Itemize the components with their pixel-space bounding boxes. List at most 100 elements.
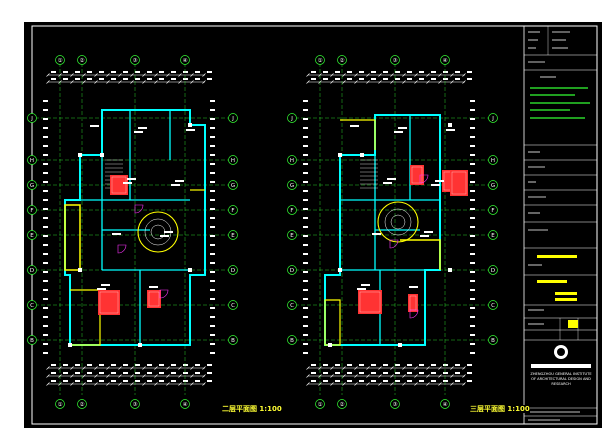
floor-plan-level-3-axis-left-4-label: F — [290, 208, 293, 214]
floor-plan-level-3-axis-right-4 — [488, 205, 498, 215]
right-plan-title: 三层平面图 1:100 — [470, 405, 530, 413]
floor-plan-level-3-axis-left-8 — [287, 335, 297, 345]
floor-plan-level-2-axis-top-1 — [55, 55, 65, 65]
floor-plan-level-3-axis-top-4-label: ④ — [443, 58, 448, 64]
floor-plan-level-3-axis-left-5-label: E — [290, 233, 294, 239]
floor-plan-level-3-axis-top-2 — [337, 55, 347, 65]
floor-plan-level-2-axis-bottom-4-label: ④ — [183, 402, 188, 408]
floor-plan-level-3-axis-right-6 — [488, 265, 498, 275]
floor-plan-level-3-axis-bottom-2 — [337, 399, 347, 409]
floor-plan-level-2-axis-right-2-label: H — [231, 158, 235, 164]
floor-plan-level-2-axis-top-2-label: ② — [80, 57, 85, 64]
floor-plan-level-3-axis-bottom-2-label: ② — [340, 401, 345, 408]
floor-plan-level-2-axis-left-6 — [27, 265, 37, 275]
floor-plan-level-2-furniture-2 — [98, 290, 120, 315]
floor-plan-level-3-axis-right-8-label: B — [491, 338, 495, 344]
floor-plan-level-3-axis-right-7 — [488, 300, 498, 310]
floor-plan-level-2-axis-bottom-2 — [77, 399, 87, 409]
floor-plan-level-3-axis-right-7-label: C — [491, 303, 495, 309]
floor-plan-level-2-axis-left-3 — [27, 180, 37, 190]
floor-plan-level-3-axis-bottom-3 — [390, 399, 400, 409]
floor-plan-level-3-axis-right-1-label: J — [491, 116, 494, 122]
floor-plan-level-3-axis-right-8 — [488, 335, 498, 345]
floor-plan-level-2-axis-top-2 — [77, 55, 87, 65]
floor-plan-level-3-furniture-3 — [408, 294, 418, 312]
floor-plan-level-2-axis-left-5 — [27, 230, 37, 240]
floor-plan-level-2-axis-bottom-1-label: ① — [58, 402, 63, 408]
floor-plan-level-2-axis-right-8 — [228, 335, 238, 345]
floor-plan-level-3-axis-left-6-label: D — [290, 268, 294, 274]
floor-plan-level-3-axis-right-2 — [488, 155, 498, 165]
floor-plan-level-3-axis-bottom-4-label: ④ — [443, 402, 448, 408]
floor-plan-level-3-axis-left-1-label: J — [290, 116, 293, 122]
title-block — [523, 25, 598, 425]
floor-plan-level-3-furniture-2 — [358, 290, 382, 314]
floor-plan-level-2-axis-top-4 — [180, 55, 190, 65]
floor-plan-level-2-axis-right-6 — [228, 265, 238, 275]
floor-plan-level-2-axis-right-7-label: C — [231, 303, 235, 309]
floor-plan-level-2-axis-right-4 — [228, 205, 238, 215]
floor-plan-level-2-axis-right-3 — [228, 180, 238, 190]
floor-plan-level-2-axis-left-2 — [27, 155, 37, 165]
floor-plan-level-3-axis-left-2-label: H — [290, 158, 294, 164]
floor-plan-level-2-axis-top-4-label: ④ — [183, 58, 188, 64]
floor-plan-level-3-axis-bottom-4 — [440, 399, 450, 409]
floor-plan-level-2-axis-bottom-4 — [180, 399, 190, 409]
floor-plan-level-2-axis-right-1 — [228, 113, 238, 123]
floor-plan-level-2-axis-top-3 — [130, 55, 140, 65]
left-plan-title: 二层平面图 1:100 — [222, 405, 282, 413]
floor-plan-level-2-axis-right-2 — [228, 155, 238, 165]
floor-plan-level-2 — [35, 63, 230, 395]
floor-plan-level-2-axis-left-3-label: G — [30, 183, 34, 189]
floor-plan-level-2-axis-left-6-label: D — [30, 268, 34, 274]
floor-plan-level-3-axis-left-6 — [287, 265, 297, 275]
floor-plan-level-3-axis-left-2 — [287, 155, 297, 165]
floor-plan-level-2-axis-bottom-3 — [130, 399, 140, 409]
floor-plan-level-3-axis-right-4-label: F — [491, 208, 494, 214]
floor-plan-level-3-axis-top-2-label: ② — [340, 57, 345, 64]
floor-plan-level-3-furniture-5 — [450, 170, 468, 196]
floor-plan-level-2-axis-right-6-label: D — [231, 268, 235, 274]
floor-plan-level-2-axis-left-7 — [27, 300, 37, 310]
floor-plan-level-2-axis-left-7-label: C — [30, 303, 34, 309]
floor-plan-level-2-axis-left-5-label: E — [30, 233, 34, 239]
floor-plan-level-2-furniture-1 — [110, 175, 128, 195]
floor-plan-level-3-axis-left-7-label: C — [290, 303, 294, 309]
institute-name: ZHENGZHOU GENERAL INSTITUTE OF ARCHITECT… — [530, 372, 592, 386]
floor-plan-level-3-axis-right-6-label: D — [491, 268, 495, 274]
floor-plan-level-3-axis-left-5 — [287, 230, 297, 240]
floor-plan-level-3-axis-top-1 — [315, 55, 325, 65]
floor-plan-level-2-axis-top-1-label: ① — [58, 58, 63, 64]
floor-plan-level-3 — [295, 63, 490, 395]
floor-plan-level-3-axis-right-2-label: H — [491, 158, 495, 164]
floor-plan-level-3-axis-left-3-label: G — [290, 183, 294, 189]
floor-plan-level-3-axis-bottom-1 — [315, 399, 325, 409]
floor-plan-level-2-axis-right-5 — [228, 230, 238, 240]
floor-plan-level-2-axis-bottom-1 — [55, 399, 65, 409]
floor-plan-level-3-axis-left-3 — [287, 180, 297, 190]
floor-plan-level-2-axis-right-5-label: E — [231, 233, 235, 239]
floor-plan-level-2-axis-left-1 — [27, 113, 37, 123]
drawing-area — [24, 22, 602, 428]
floor-plan-level-2-axis-left-4 — [27, 205, 37, 215]
floor-plan-level-3-axis-bottom-3-label: ③ — [393, 402, 398, 408]
floor-plan-level-2-axis-right-3-label: G — [231, 183, 235, 189]
floor-plan-level-2-axis-top-3-label: ③ — [133, 58, 138, 64]
floor-plan-level-2-axis-right-4-label: F — [231, 208, 234, 214]
floor-plan-level-3-axis-left-4 — [287, 205, 297, 215]
floor-plan-level-2-axis-left-1-label: J — [30, 116, 33, 122]
floor-plan-level-2-axis-left-8 — [27, 335, 37, 345]
floor-plan-level-2-axis-left-8-label: B — [30, 338, 34, 344]
floor-plan-level-2-axis-left-4-label: F — [30, 208, 33, 214]
floor-plan-level-2-axis-bottom-3-label: ③ — [133, 402, 138, 408]
floor-plan-level-3-axis-left-8-label: B — [290, 338, 294, 344]
floor-plan-level-3-axis-top-1-label: ① — [318, 58, 323, 64]
floor-plan-level-3-axis-right-3 — [488, 180, 498, 190]
floor-plan-level-2-axis-right-8-label: B — [231, 338, 235, 344]
floor-plan-level-3-axis-right-3-label: G — [491, 183, 495, 189]
floor-plan-level-2-round-tower — [137, 211, 179, 253]
floor-plan-level-3-furniture-1 — [410, 165, 424, 185]
floor-plan-level-3-axis-right-1 — [488, 113, 498, 123]
